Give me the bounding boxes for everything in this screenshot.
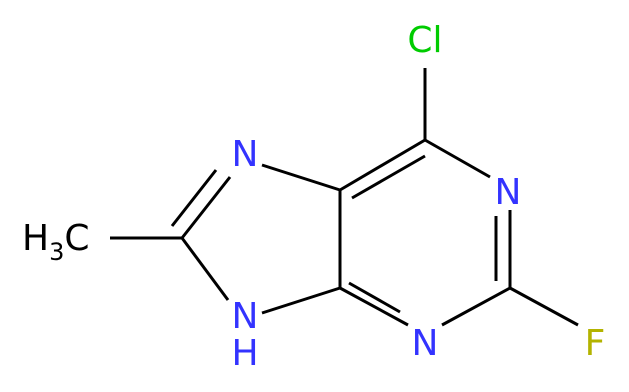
atom-n3-label: N [412, 323, 439, 364]
bond-c8-n9 [180, 237, 230, 301]
atom-n9-label: N [232, 296, 259, 337]
bond-c5-c6 [339, 138, 426, 192]
atom-n7-label: N [232, 134, 259, 175]
bond-c6-n1 [424, 138, 491, 179]
atom-n1-label: N [495, 172, 522, 213]
bond-n7-c8-inner [170, 169, 218, 227]
bond-c2-n3 [441, 286, 511, 327]
bonds [110, 68, 579, 327]
bond-n9-c4 [261, 286, 341, 315]
bond-n3-c4 [339, 286, 409, 327]
methyl-c: C [64, 218, 89, 259]
methyl-label: H3C [22, 218, 90, 266]
bond-n7-c8 [180, 176, 232, 239]
methyl-subscript: 3 [49, 238, 64, 266]
bond-c2-f [509, 286, 579, 327]
methyl-h: H [22, 218, 49, 259]
bond-n3-c4-inner [348, 281, 401, 314]
bond-c5-c6-inner [351, 154, 426, 200]
bond-c5-n7 [261, 163, 341, 192]
atom-cl-label: Cl [407, 20, 442, 61]
atom-f-label: F [585, 323, 606, 364]
atom-n9-hydrogen: H [231, 333, 258, 374]
